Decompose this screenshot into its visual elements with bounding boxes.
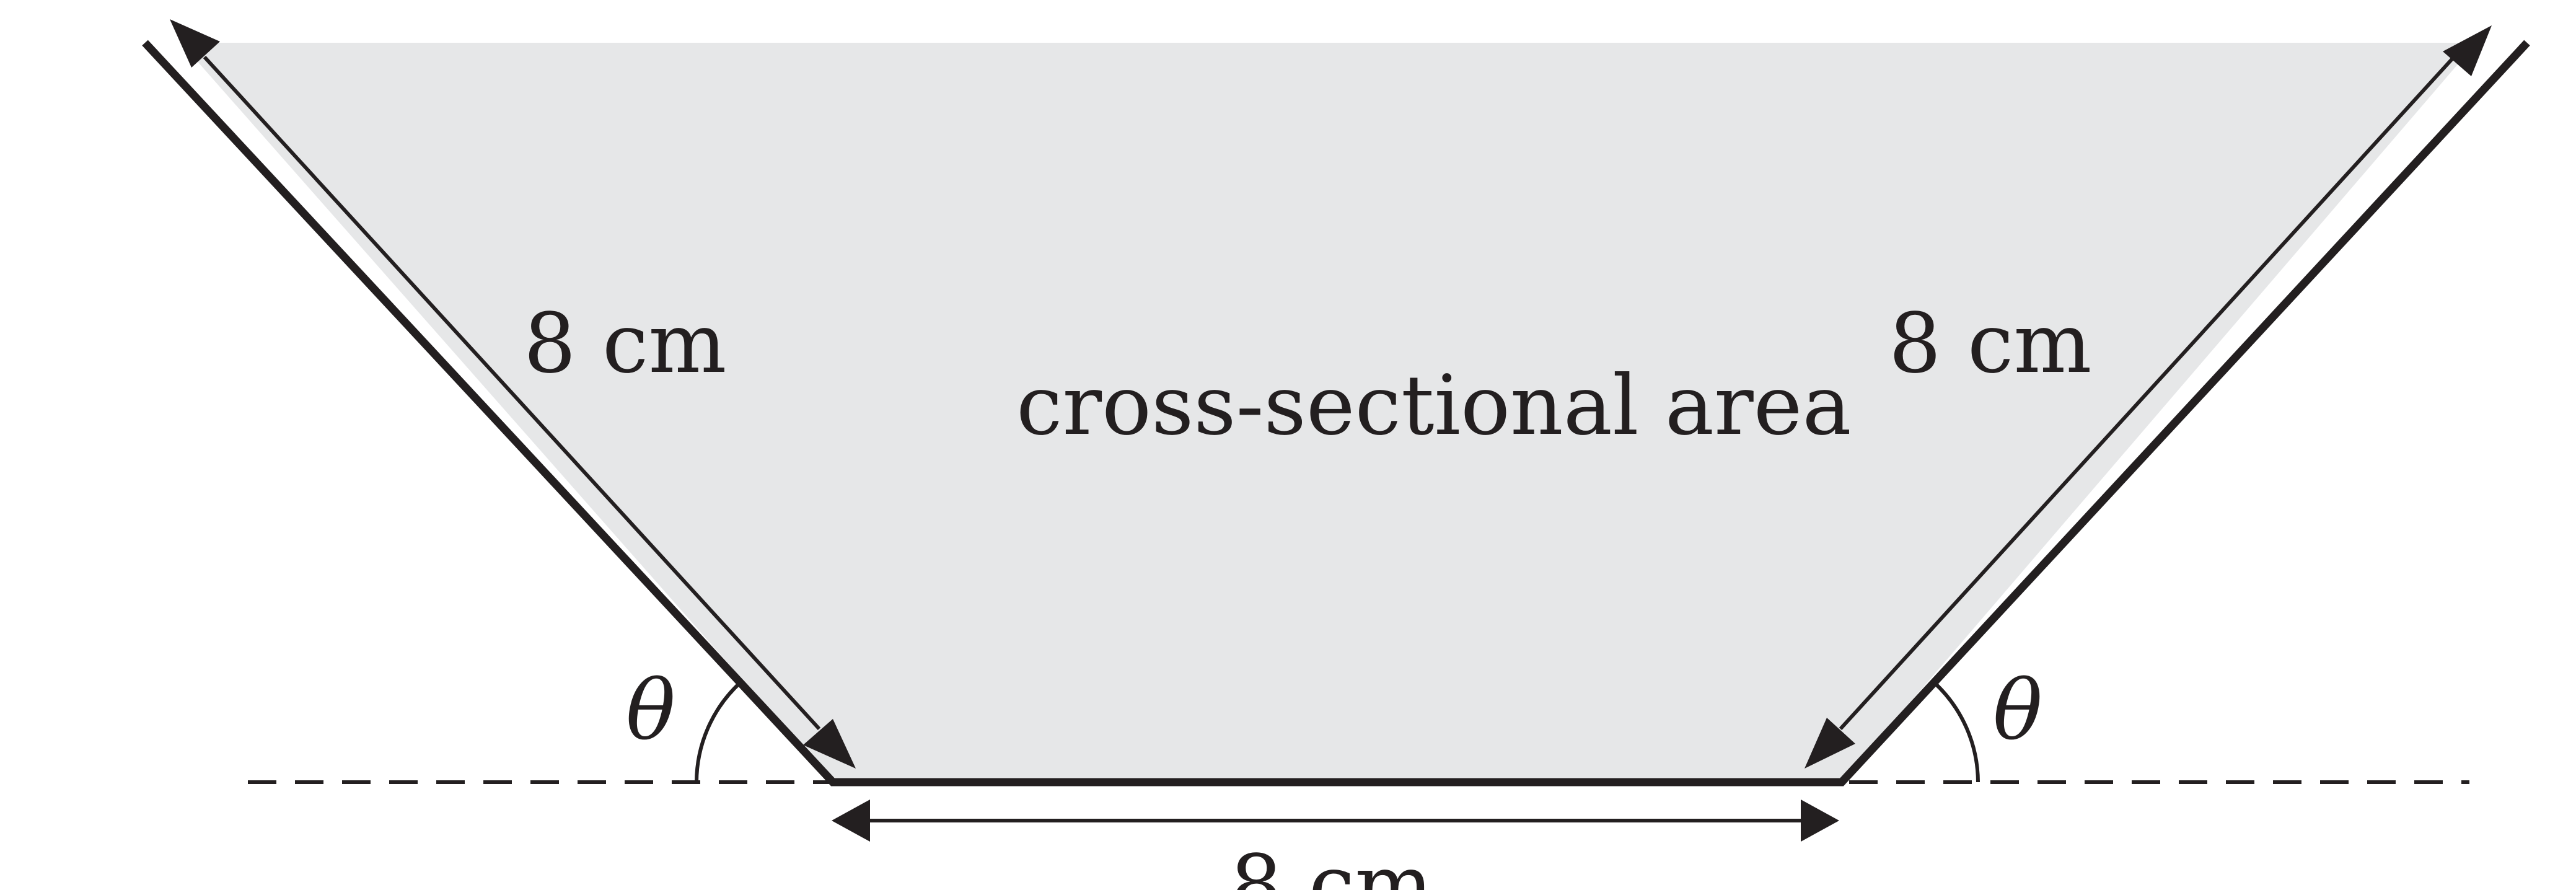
left-dim-arrowhead-bottom bbox=[803, 719, 856, 769]
cross-sectional-area-label: cross-sectional area bbox=[1016, 358, 1852, 454]
left-dim-arrowhead-top bbox=[170, 19, 220, 68]
cross-section-fill bbox=[181, 43, 2476, 782]
bottom-dim-arrowhead-right bbox=[1801, 800, 1839, 842]
left-angle-label: θ bbox=[626, 663, 675, 759]
right-dim-arrowhead-bottom bbox=[1805, 718, 1855, 769]
trough-outline bbox=[142, 40, 2530, 786]
bottom-dimension-arrow bbox=[832, 800, 1839, 842]
left-side-dimension-arrow bbox=[170, 19, 856, 769]
bottom-dim-arrowhead-left bbox=[832, 800, 870, 842]
right-angle-label: θ bbox=[1993, 663, 2042, 759]
right-angle-arc bbox=[1932, 681, 1980, 783]
left-angle-arc bbox=[695, 681, 742, 783]
right-dim-arrowhead-top bbox=[2443, 25, 2492, 76]
bottom-length-label: 8 cm bbox=[1230, 838, 1433, 890]
left-side-length-label: 8 cm bbox=[524, 296, 727, 392]
right-side-length-label: 8 cm bbox=[1889, 296, 2092, 392]
right-side-dimension-arrow bbox=[1805, 25, 2492, 769]
